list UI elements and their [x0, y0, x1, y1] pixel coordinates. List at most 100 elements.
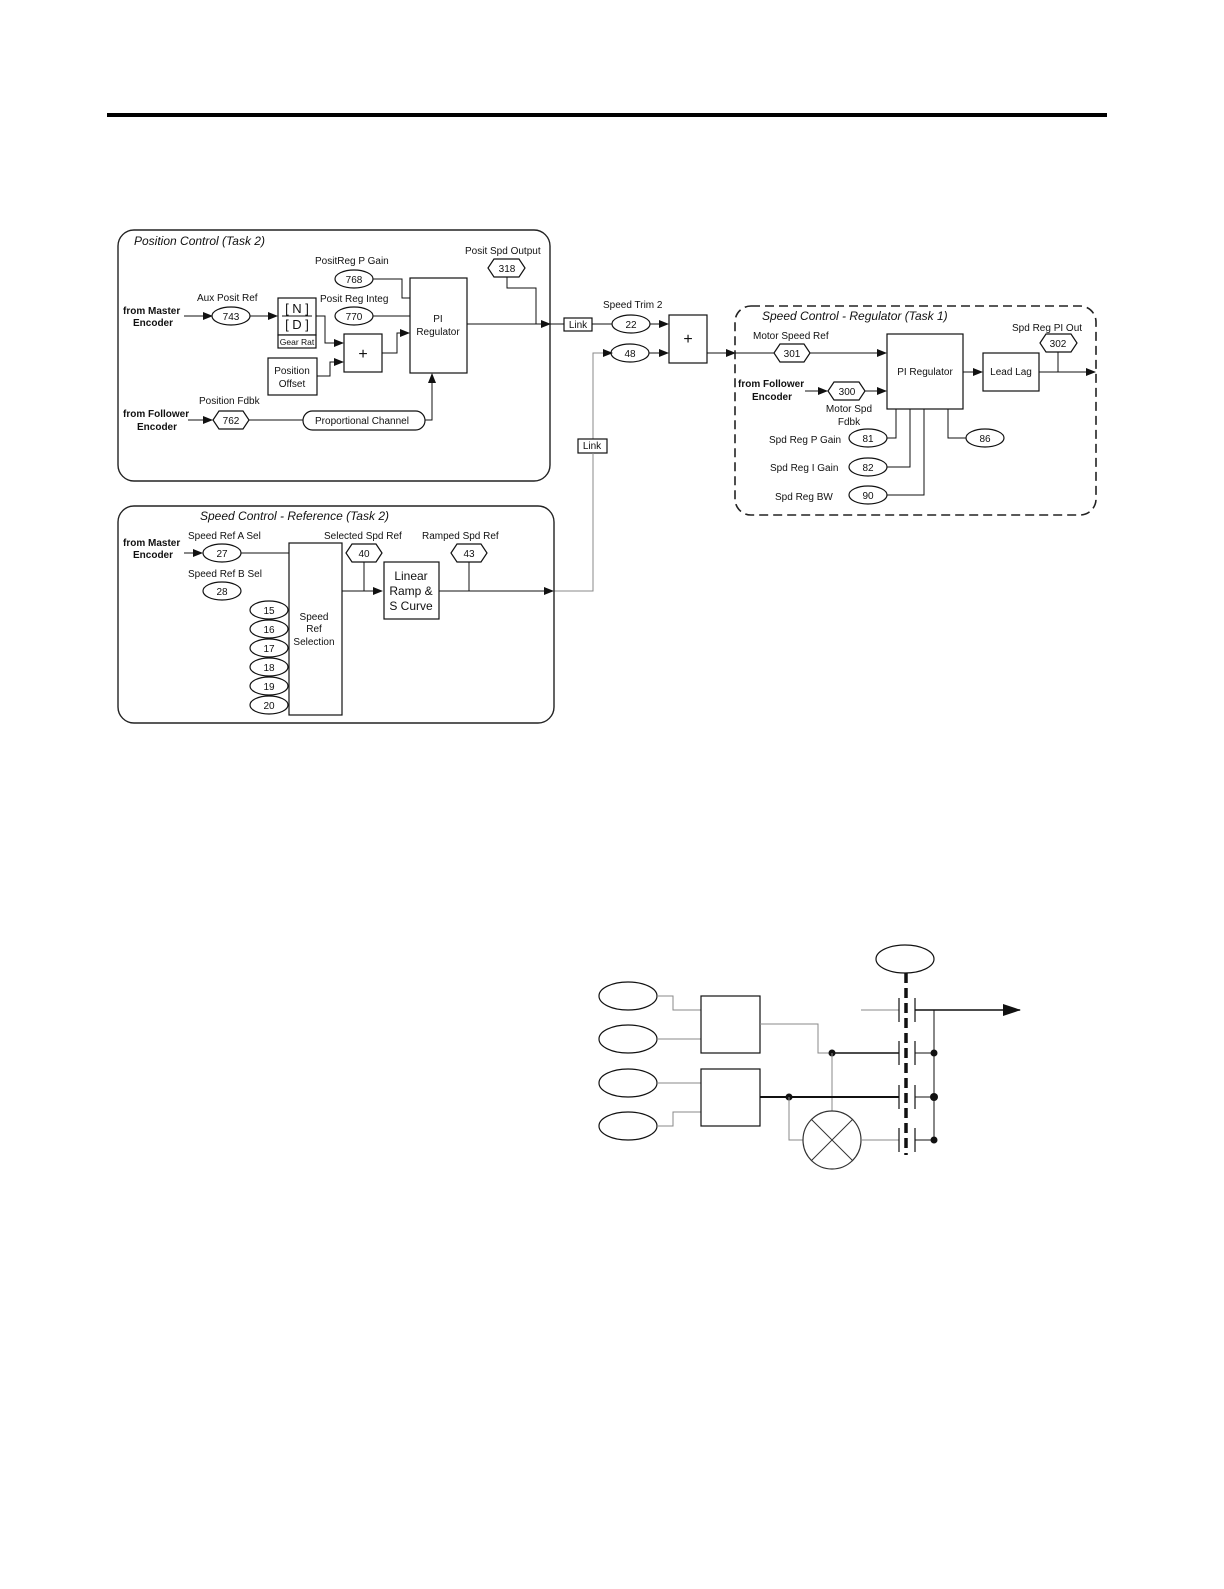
master-encoder-label: Encoder: [133, 318, 173, 329]
from-follower-label: from Follower: [123, 409, 189, 420]
position-pi-regulator: [409, 277, 468, 374]
param-768-value: 768: [346, 275, 363, 286]
param-302[interactable]: [1039, 333, 1078, 353]
position-offset-label-1: Position: [274, 366, 310, 377]
preset-16[interactable]: [249, 619, 289, 639]
link-label-bottom: Link: [583, 441, 602, 452]
param-86[interactable]: [965, 428, 1005, 448]
posit-spd-output-label: Posit Spd Output: [465, 246, 541, 257]
param-48-value: 48: [624, 349, 636, 360]
param-762-value: 762: [223, 416, 240, 427]
preset-20[interactable]: [249, 695, 289, 715]
speed-trim-2-label: Speed Trim 2: [603, 300, 663, 311]
position-offset-label-2: Offset: [279, 379, 306, 390]
selected-spd-ref-label: Selected Spd Ref: [324, 531, 402, 542]
gear-n: [ N ]: [285, 301, 309, 316]
input-ellipse-1: [598, 981, 658, 1011]
speed-ref-b-sel-label: Speed Ref B Sel: [188, 569, 262, 580]
preset-params: 15 16 17 18 19 20: [249, 600, 289, 715]
param-770-value: 770: [346, 312, 363, 323]
position-fdbk-label: Position Fdbk: [199, 396, 261, 407]
speed-trim-junction: Link Speed Trim 2 22 48 + Link: [550, 300, 736, 592]
lower-block: [700, 1068, 761, 1127]
linear-ramp-label-3: S Curve: [389, 599, 433, 613]
proportional-channel-label: Proportional Channel: [315, 416, 409, 427]
param-301-value: 301: [784, 349, 801, 360]
gear-rat-box: [277, 334, 317, 349]
from-master-label: from Master: [123, 306, 180, 317]
speed-reference-title: Speed Control - Reference (Task 2): [200, 509, 389, 523]
param-300-value: 300: [839, 387, 856, 398]
speed-reference-panel: Speed Control - Reference (Task 2) from …: [117, 505, 555, 724]
speed-regulator-panel: Speed Control - Regulator (Task 1) Motor…: [734, 305, 1097, 516]
motor-speed-ref-label: Motor Speed Ref: [753, 331, 829, 342]
preset-15[interactable]: [249, 600, 289, 620]
speed-trim-sum-block: [668, 314, 708, 364]
preset-15-value: 15: [263, 606, 275, 617]
preset-18[interactable]: [249, 657, 289, 677]
speed-ref-selection-label-2: Ref: [306, 624, 322, 635]
preset-19[interactable]: [249, 676, 289, 696]
preset-18-value: 18: [263, 663, 275, 674]
position-pi-label-2: Regulator: [416, 327, 460, 338]
param-43-value: 43: [463, 549, 475, 560]
ref-from-master-label: from Master: [123, 538, 180, 549]
param-82-value: 82: [862, 463, 874, 474]
param-81-value: 81: [862, 434, 874, 445]
spd-reg-pi-out-label: Spd Reg PI Out: [1012, 323, 1082, 334]
preset-17-value: 17: [263, 644, 275, 655]
follower-encoder-label: Encoder: [137, 422, 177, 433]
speed-regulator-title: Speed Control - Regulator (Task 1): [762, 309, 948, 323]
regulator-follower-encoder-label: Encoder: [752, 392, 792, 403]
linear-ramp-label-2: Ramp &: [389, 584, 432, 598]
posit-reg-p-gain-label: PositReg P Gain: [315, 256, 389, 267]
lead-lag-label: Lead Lag: [990, 367, 1032, 378]
speed-ref-selection-label-3: Selection: [293, 637, 334, 648]
position-sum-plus: +: [358, 346, 367, 363]
position-sum-block: [343, 333, 383, 373]
lower-schematic: [598, 944, 1021, 1170]
input-ellipse-4: [598, 1111, 658, 1141]
speed-ref-selection-label-1: Speed: [300, 612, 329, 623]
preset-19-value: 19: [263, 682, 275, 693]
param-743-value: 743: [223, 312, 240, 323]
param-86-value: 86: [979, 434, 991, 445]
linear-ramp-block: [383, 561, 440, 620]
upper-block: [700, 995, 761, 1054]
speed-ref-selection-block: [288, 542, 343, 716]
speed-trim-sum-plus: +: [683, 331, 692, 348]
spd-reg-p-gain-label: Spd Reg P Gain: [769, 435, 841, 446]
gear-d: [ D ]: [285, 317, 309, 332]
param-40[interactable]: [345, 543, 383, 563]
motor-spd-fdbk-label-1: Motor Spd: [826, 404, 872, 415]
motor-spd-fdbk-label-2: Fdbk: [838, 417, 861, 428]
spd-reg-i-gain-label: Spd Reg I Gain: [770, 463, 838, 474]
param-43[interactable]: [450, 543, 488, 563]
speed-pi-regulator-label: PI Regulator: [897, 367, 953, 378]
param-318[interactable]: [487, 258, 526, 278]
position-control-title: Position Control (Task 2): [134, 234, 265, 248]
preset-16-value: 16: [263, 625, 275, 636]
gear-rat-label: Gear Rat: [280, 337, 315, 347]
position-pi-label-1: PI: [433, 314, 442, 325]
spd-reg-bw-label: Spd Reg BW: [775, 492, 833, 503]
speed-ref-a-sel-label: Speed Ref A Sel: [188, 531, 261, 542]
ref-master-encoder-label: Encoder: [133, 550, 173, 561]
input-ellipse-2: [598, 1024, 658, 1054]
param-28[interactable]: [202, 581, 242, 601]
param-40-value: 40: [358, 549, 370, 560]
param-301[interactable]: [773, 343, 811, 363]
preset-20-value: 20: [263, 701, 275, 712]
preset-17[interactable]: [249, 638, 289, 658]
param-28-value: 28: [216, 587, 228, 598]
speed-pi-regulator: [886, 333, 964, 410]
param-318-value: 318: [499, 264, 516, 275]
position-offset-block: [267, 357, 318, 396]
ramped-spd-ref-label: Ramped Spd Ref: [422, 531, 499, 542]
param-302-value: 302: [1050, 339, 1067, 350]
top-node-ellipse: [875, 944, 935, 974]
aux-posit-ref-label: Aux Posit Ref: [197, 293, 258, 304]
link-label-top: Link: [569, 320, 588, 331]
